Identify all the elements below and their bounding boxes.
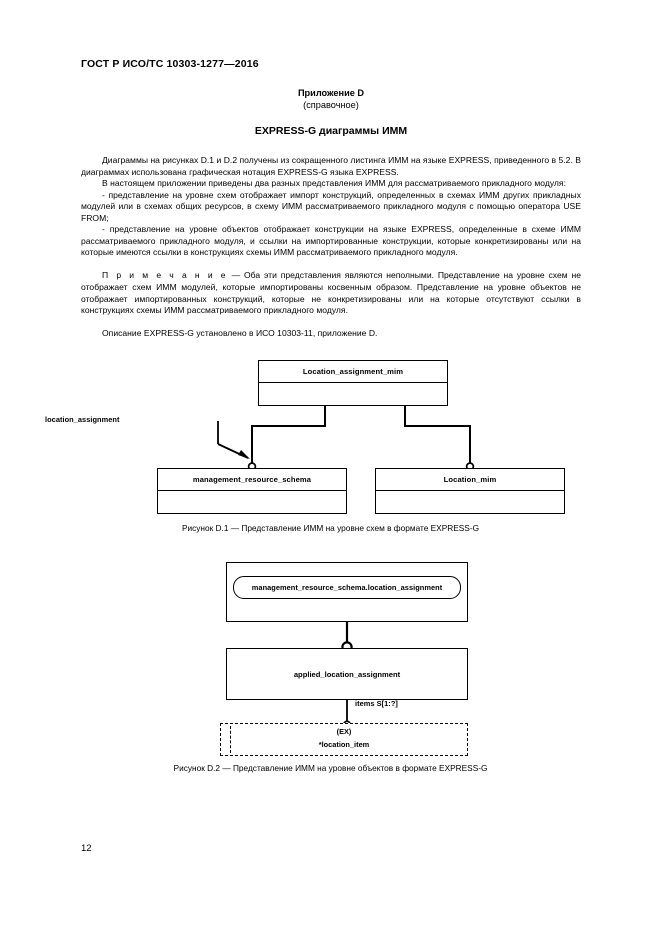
standard-header: ГОСТ Р ИСО/ТС 10303-1277—2016 bbox=[81, 58, 259, 70]
paragraph-2: В настоящем приложении приведены два раз… bbox=[102, 178, 566, 189]
paragraph-3: - представление на уровне схем отображае… bbox=[81, 189, 581, 223]
figure-d2-dashed-inner-rule bbox=[230, 726, 231, 753]
figure-d1-right-box-body bbox=[376, 491, 564, 513]
figure-d2-dashed-box-label: *location_item bbox=[318, 740, 370, 749]
annex-heading-block: Приложение D (справочное) EXPRESS-G диаг… bbox=[81, 88, 581, 137]
figure-d2-entity-box: applied_location_assignment bbox=[226, 648, 468, 700]
closing-paragraph: Описание EXPRESS-G установлено в ИСО 103… bbox=[102, 328, 378, 339]
figure-d2-attribute-label: items S[1:?] bbox=[355, 699, 398, 708]
figure-d2-schema-frame: management_resource_schema.location_assi… bbox=[226, 562, 468, 622]
paragraph-4: - представление на уровне объектов отобр… bbox=[81, 224, 581, 258]
figure-d1: Location_assignment_mim location_assignm… bbox=[0, 358, 661, 548]
figure-d2-caption: Рисунок D.2 — Представление ИММ на уровн… bbox=[173, 763, 488, 773]
body-text-block: Диаграммы на рисунках D.1 и D.2 получены… bbox=[81, 155, 581, 340]
figure-d1-edge-label: location_assignment bbox=[45, 415, 120, 424]
figure-d2-entity-box-label: applied_location_assignment bbox=[293, 669, 401, 679]
note-paragraph: П р и м е ч а н и е — Оба эти представле… bbox=[81, 270, 581, 316]
annex-title: Приложение D bbox=[297, 88, 365, 98]
figure-d1-caption: Рисунок D.1 — Представление ИММ на уровн… bbox=[181, 523, 480, 533]
figure-d1-top-box-label: Location_assignment_mim bbox=[259, 361, 447, 383]
note-body: — Оба эти представления являются неполны… bbox=[81, 270, 582, 316]
page-number: 12 bbox=[81, 843, 92, 854]
figure-d2-rounded-box-label: management_resource_schema.location_assi… bbox=[251, 583, 443, 592]
figure-d1-left-box-body bbox=[158, 491, 346, 513]
figure-d1-right-box-label: Location_mim bbox=[376, 469, 564, 491]
note-label: П р и м е ч а н и е bbox=[102, 270, 228, 281]
paragraph-1: Диаграммы на рисунках D.1 и D.2 получены… bbox=[81, 155, 581, 177]
figure-d1-left-box: management_resource_schema bbox=[157, 468, 347, 514]
figure-d1-top-box: Location_assignment_mim bbox=[258, 360, 448, 406]
figure-d2-dashed-tag: (EX) bbox=[336, 727, 352, 736]
figure-d1-right-box: Location_mim bbox=[375, 468, 565, 514]
figure-d1-left-box-label: management_resource_schema bbox=[158, 469, 346, 491]
annex-section-heading: EXPRESS-G диаграммы ИММ bbox=[254, 125, 408, 137]
figure-d2-rounded-box: management_resource_schema.location_assi… bbox=[233, 576, 461, 599]
figure-d2: management_resource_schema.location_assi… bbox=[0, 560, 661, 790]
figure-d2-dashed-box: (EX) *location_item bbox=[220, 723, 468, 756]
annex-subtitle: (справочное) bbox=[303, 99, 359, 110]
figure-d1-top-box-body bbox=[259, 383, 447, 405]
